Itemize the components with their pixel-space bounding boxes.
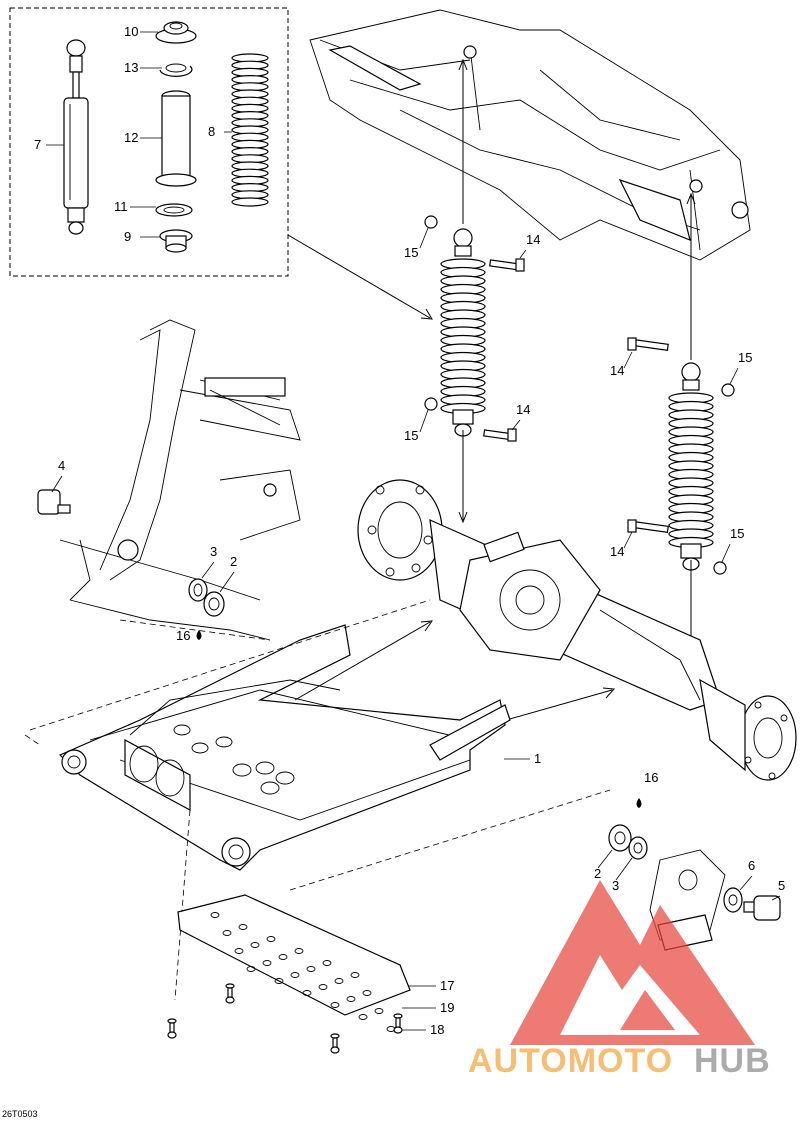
callout-label-6: 6	[748, 858, 755, 873]
drawing-code: 26T0503	[2, 1109, 38, 1119]
bearing-part-2-left	[203, 591, 225, 617]
bolt-part-14-c	[627, 337, 669, 352]
shock-exploded-inset	[9, 7, 289, 277]
bushing-part-3-left	[188, 578, 208, 602]
callout-label-19: 19	[440, 1000, 454, 1015]
grease-drop-icon-left	[196, 630, 202, 640]
callout-label-10: 10	[124, 24, 138, 39]
callout-label-13: 13	[124, 60, 138, 75]
callout-label-3: 3	[612, 878, 619, 893]
vehicle-frame-left	[59, 319, 301, 641]
watermark-text-hub: HUB	[694, 1042, 771, 1080]
bolt-part-14-a	[489, 258, 525, 272]
watermark-triangle-logo	[510, 880, 755, 1045]
screws-part-18	[167, 983, 403, 1054]
bumper-part-4	[37, 489, 71, 515]
callout-leader-2	[219, 571, 235, 593]
coil-spring-part-8	[231, 53, 269, 207]
shock-absorber-left	[440, 228, 486, 437]
callout-label-17: 17	[440, 978, 454, 993]
callout-label-14: 14	[610, 363, 624, 378]
nut-part-15-c	[721, 383, 735, 397]
callout-label-8: 8	[208, 124, 215, 139]
skid-plate-part-17	[177, 894, 411, 1032]
callout-label-12: 12	[124, 130, 138, 145]
callout-label-15: 15	[404, 245, 418, 260]
bearing-part-2-right	[608, 824, 632, 852]
callout-label-3: 3	[210, 544, 217, 559]
callout-label-4: 4	[58, 458, 65, 473]
callout-label-14: 14	[516, 402, 530, 417]
grease-drop-icon-right	[636, 798, 642, 808]
callout-label-1: 1	[534, 751, 541, 766]
callout-leader-5	[771, 895, 781, 901]
callout-label-11: 11	[114, 199, 128, 214]
callout-leader-6	[739, 875, 753, 891]
callout-label-2: 2	[594, 866, 601, 881]
callout-leader-14	[511, 419, 521, 431]
nut-part-15-a	[424, 215, 438, 229]
callout-label-9: 9	[124, 229, 131, 244]
retaining-clip-part-13	[159, 63, 193, 77]
damper-body-part-7	[63, 39, 89, 235]
callout-leader-15	[721, 543, 731, 563]
callout-leader-14	[623, 531, 633, 549]
bumper-part-5	[743, 895, 781, 921]
shock-absorber-right	[668, 362, 714, 571]
bolt-part-14-d	[627, 519, 669, 534]
callout-label-14: 14	[610, 544, 624, 559]
callout-label-5: 5	[778, 878, 785, 893]
nut-part-15-d	[713, 561, 727, 575]
bolt-part-14-b	[483, 428, 517, 442]
callout-leader-14	[519, 249, 527, 259]
bushing-part-3-right	[628, 836, 648, 860]
callout-leader-2	[597, 849, 613, 869]
callout-label-16: 16	[176, 628, 190, 643]
sleeve-part-12	[155, 90, 197, 187]
callout-label-7: 7	[34, 137, 41, 152]
washer-part-11	[155, 203, 193, 217]
callout-label-15: 15	[404, 428, 418, 443]
callout-label-2: 2	[230, 554, 237, 569]
callout-leader-3	[615, 857, 633, 881]
spring-cap-part-10	[155, 21, 197, 44]
dashed-reference-lines	[24, 599, 611, 1001]
callout-leader-14	[623, 351, 633, 369]
callout-leader-15	[419, 409, 429, 433]
rear-axle-assembly	[357, 479, 797, 781]
callout-leader-3	[201, 561, 215, 579]
automotohub-watermark-logo: AUTOMOTO HUB	[468, 880, 771, 1080]
washer-part-6	[723, 887, 743, 913]
callout-label-15: 15	[730, 526, 744, 541]
callout-leader-15	[419, 227, 429, 249]
callout-label-18: 18	[430, 1022, 444, 1037]
swing-arm-part-1	[58, 624, 511, 871]
callout-leader-4	[51, 475, 63, 493]
callout-label-15: 15	[738, 350, 752, 365]
callout-label-16: 16	[644, 770, 658, 785]
vehicle-frame-top	[309, 9, 751, 261]
callout-leader-15	[729, 367, 739, 385]
spring-seat-part-9	[159, 229, 193, 253]
nut-part-15-b	[424, 397, 438, 411]
watermark-text-automoto: AUTOMOTO	[468, 1042, 673, 1080]
callout-label-14: 14	[526, 232, 540, 247]
